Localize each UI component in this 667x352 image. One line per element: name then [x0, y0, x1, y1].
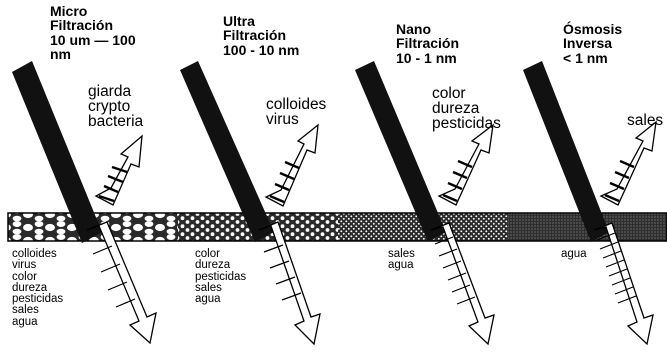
- rejected-ultra: colloides virus: [266, 97, 326, 127]
- permeate-ultra: color dureza pesticidas sales agua: [195, 249, 246, 305]
- permeate-nano: sales agua: [388, 249, 415, 272]
- permeate-micro: colloides virus color dureza pesticidas …: [12, 249, 63, 328]
- title-ultra: Ultra Filtración 100 - 10 nm: [223, 14, 299, 57]
- title-nano: Nano Filtración 10 - 1 nm: [396, 22, 459, 65]
- title-micro: Micro Filtración 10 um — 100 nm: [50, 4, 136, 61]
- rejected-osmosis: sales: [627, 113, 663, 128]
- flow-osmosis: [523, 61, 656, 344]
- rejected-micro: giarda crypto bacteria: [88, 84, 143, 130]
- permeate-osmosis: agua: [561, 249, 587, 260]
- title-osmosis: Ósmosis Inversa < 1 nm: [563, 22, 622, 65]
- rejected-nano: color dureza pesticidas: [432, 86, 501, 132]
